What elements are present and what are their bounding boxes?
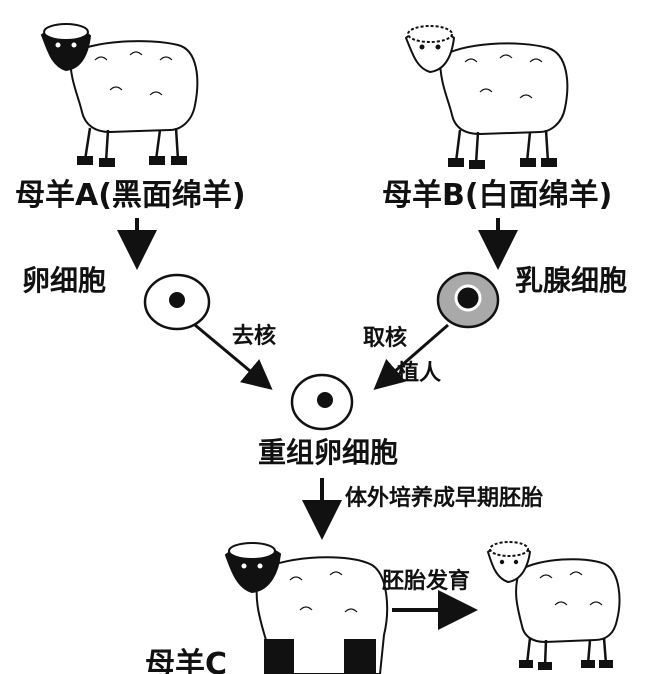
sheep-a-black-face bbox=[40, 23, 199, 167]
sheep-c-surrogate bbox=[224, 542, 389, 674]
remove-nucleus-label: 去核 bbox=[232, 323, 276, 349]
egg-cell-label: 卵细胞 bbox=[22, 264, 106, 297]
culture-label: 体外培养成早期胚胎 bbox=[345, 485, 543, 511]
ewe-a-label: 母羊A(黑面绵羊) bbox=[15, 178, 246, 213]
ewe-b-label: 母羊B(白面绵羊) bbox=[382, 178, 612, 213]
sheep-b-white-face bbox=[404, 25, 569, 169]
mammary-cell-label: 乳腺细胞 bbox=[515, 264, 627, 297]
ewe-c-label: 母羊C bbox=[145, 647, 227, 674]
arrow-egg-to-recombined bbox=[194, 323, 273, 390]
egg-cell bbox=[143, 273, 211, 331]
implant-label: 植人 bbox=[397, 360, 441, 386]
embryo-dev-label: 胚胎发育 bbox=[382, 568, 470, 594]
recombined-egg-label: 重组卵细胞 bbox=[258, 436, 398, 469]
take-nucleus-label: 取核 bbox=[363, 325, 407, 351]
mammary-cell bbox=[436, 271, 500, 329]
offspring-lamb bbox=[486, 541, 621, 670]
recombined-egg-cell bbox=[290, 373, 354, 431]
arrow-nucleus-to-recombined bbox=[373, 323, 449, 390]
